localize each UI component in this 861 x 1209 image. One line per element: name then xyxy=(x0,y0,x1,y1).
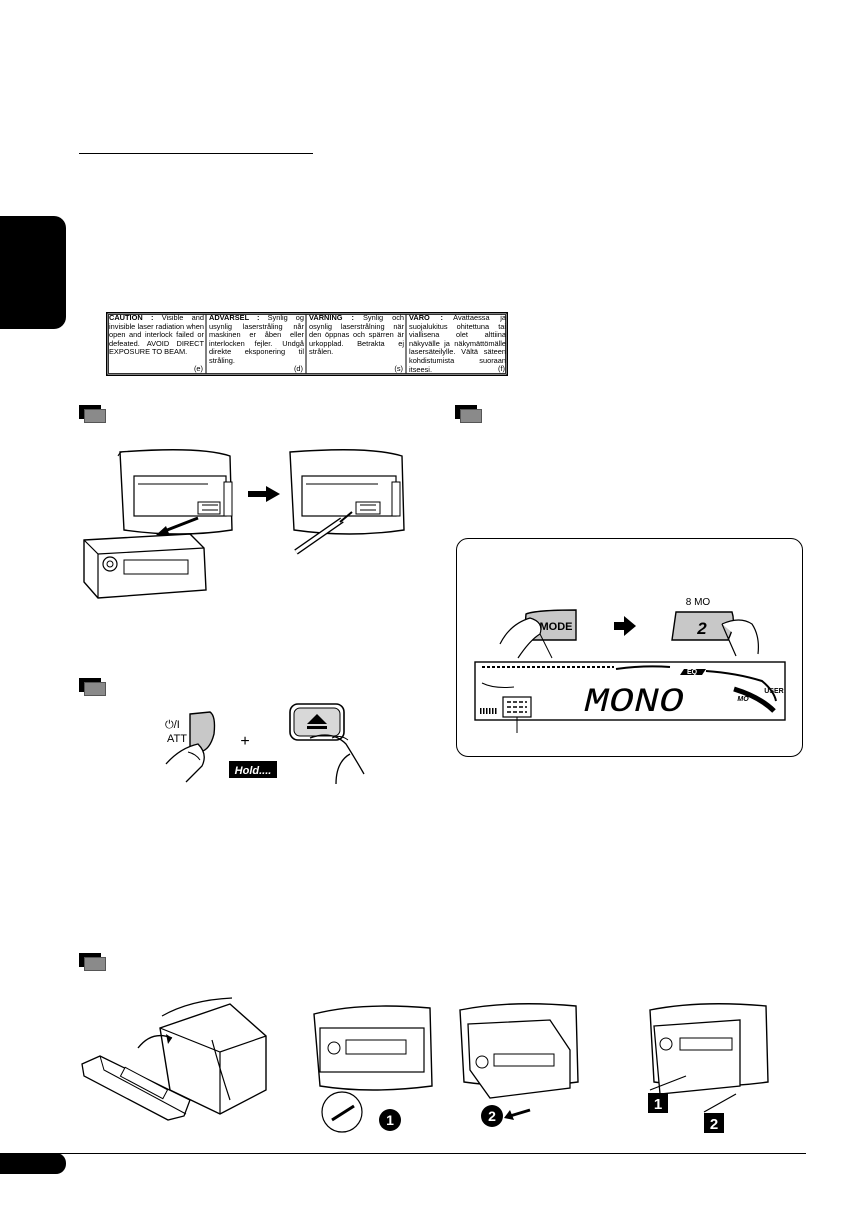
caution-cell-finnish: VARO : Avattaessa ja suojalukitus ohitet… xyxy=(409,313,506,374)
step-one-badge: 1 xyxy=(386,1112,394,1128)
att-label-top: ⏻/I xyxy=(165,719,180,731)
footer-rule xyxy=(0,1153,806,1154)
display-mono-text: MONO xyxy=(584,684,684,722)
section-marker-icon xyxy=(79,953,107,971)
panel-cleaning-illustration xyxy=(83,449,405,599)
lcd-display-illustration: EQ MO USER MONO xyxy=(474,661,786,733)
display-user: USER xyxy=(764,688,783,695)
page-number-tab xyxy=(0,1153,66,1174)
caution-cell-danish: ADVARSEL : Synlig og usynlig laserstråli… xyxy=(209,313,304,374)
preset-top-label: 8 MO xyxy=(686,597,711,608)
remove-step-two-illustration: 2 xyxy=(459,1003,579,1127)
att-label-bottom: ATT xyxy=(167,733,187,745)
language-side-tab xyxy=(0,216,66,329)
attach-step-one-badge: 1 xyxy=(654,1096,662,1113)
section-marker-icon xyxy=(79,405,107,423)
heading-underline xyxy=(79,153,313,154)
preset-number: 2 xyxy=(696,619,707,638)
remove-step-one-illustration: 1 xyxy=(313,1005,433,1133)
mode-preset-illustration: MODE 8 MO 2 xyxy=(499,597,759,659)
eject-icon xyxy=(307,714,327,724)
attach-panel-illustration: 1 2 xyxy=(648,1003,769,1133)
caution-cell-english: CAUTION : Visible and invisible laser ra… xyxy=(109,313,204,374)
reset-button-illustration: ⏻/I ATT + Hold.... xyxy=(165,703,365,784)
plus-sign: + xyxy=(240,733,249,750)
attach-step-two-badge: 2 xyxy=(710,1116,718,1133)
mono-mode-box xyxy=(456,538,803,757)
step-two-badge: 2 xyxy=(488,1108,496,1124)
laser-caution-label: CAUTION : Visible and invisible laser ra… xyxy=(106,312,508,376)
section-marker-icon xyxy=(79,678,107,696)
section-marker-icon xyxy=(455,405,483,423)
mode-label: MODE xyxy=(540,621,573,633)
display-eq: EQ xyxy=(687,669,698,676)
hold-label: Hold.... xyxy=(235,765,272,777)
caution-label-border xyxy=(106,312,508,376)
caution-cell-swedish: VARNING : Synlig och osynlig laserstråln… xyxy=(309,313,404,374)
carrying-case-illustration xyxy=(81,997,267,1121)
display-mo: MO xyxy=(737,696,749,703)
